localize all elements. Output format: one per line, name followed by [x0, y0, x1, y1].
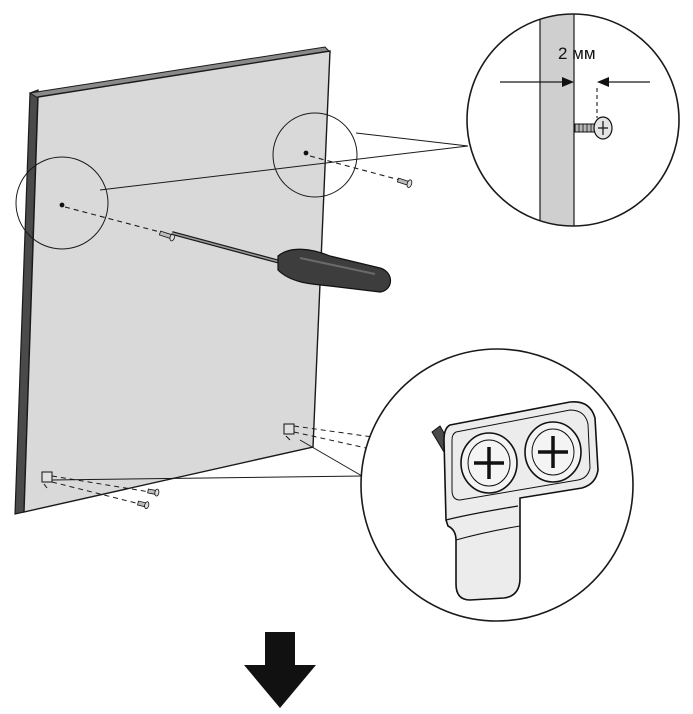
detail-marker-right: [272, 112, 358, 198]
down-arrow-icon: [244, 632, 316, 708]
detail-marker-left: [15, 156, 109, 250]
mirror-panel: [14, 46, 332, 515]
screw-head-right: [524, 421, 582, 483]
mini-bracket: [41, 471, 53, 489]
leader-line: [299, 439, 363, 477]
leader-line: [355, 132, 469, 147]
wall-strip: [539, 14, 575, 226]
screw-path: [51, 481, 141, 505]
dimension-label: 2 мм: [558, 44, 596, 63]
screw-head-left: [460, 432, 518, 494]
detail-gap: 2 мм: [466, 13, 680, 227]
screw-path: [309, 155, 401, 181]
screw-path: [51, 475, 151, 493]
dimension-arrow-left: [562, 77, 574, 87]
screw-icon: [574, 116, 613, 140]
screw-path: [64, 206, 161, 233]
screw-icon: [147, 488, 160, 497]
panel-face: [23, 50, 331, 513]
screwdriver-icon: [171, 231, 392, 293]
dimension-arrow-right: [597, 77, 609, 87]
leader-line: [51, 475, 363, 481]
screw-icon: [137, 500, 150, 510]
detail-bracket: [360, 348, 634, 622]
mini-bracket: [283, 423, 295, 441]
leader-line: [99, 145, 469, 191]
hole-left: [59, 202, 65, 208]
screw-icon: [396, 177, 413, 188]
hole-right: [303, 150, 309, 156]
